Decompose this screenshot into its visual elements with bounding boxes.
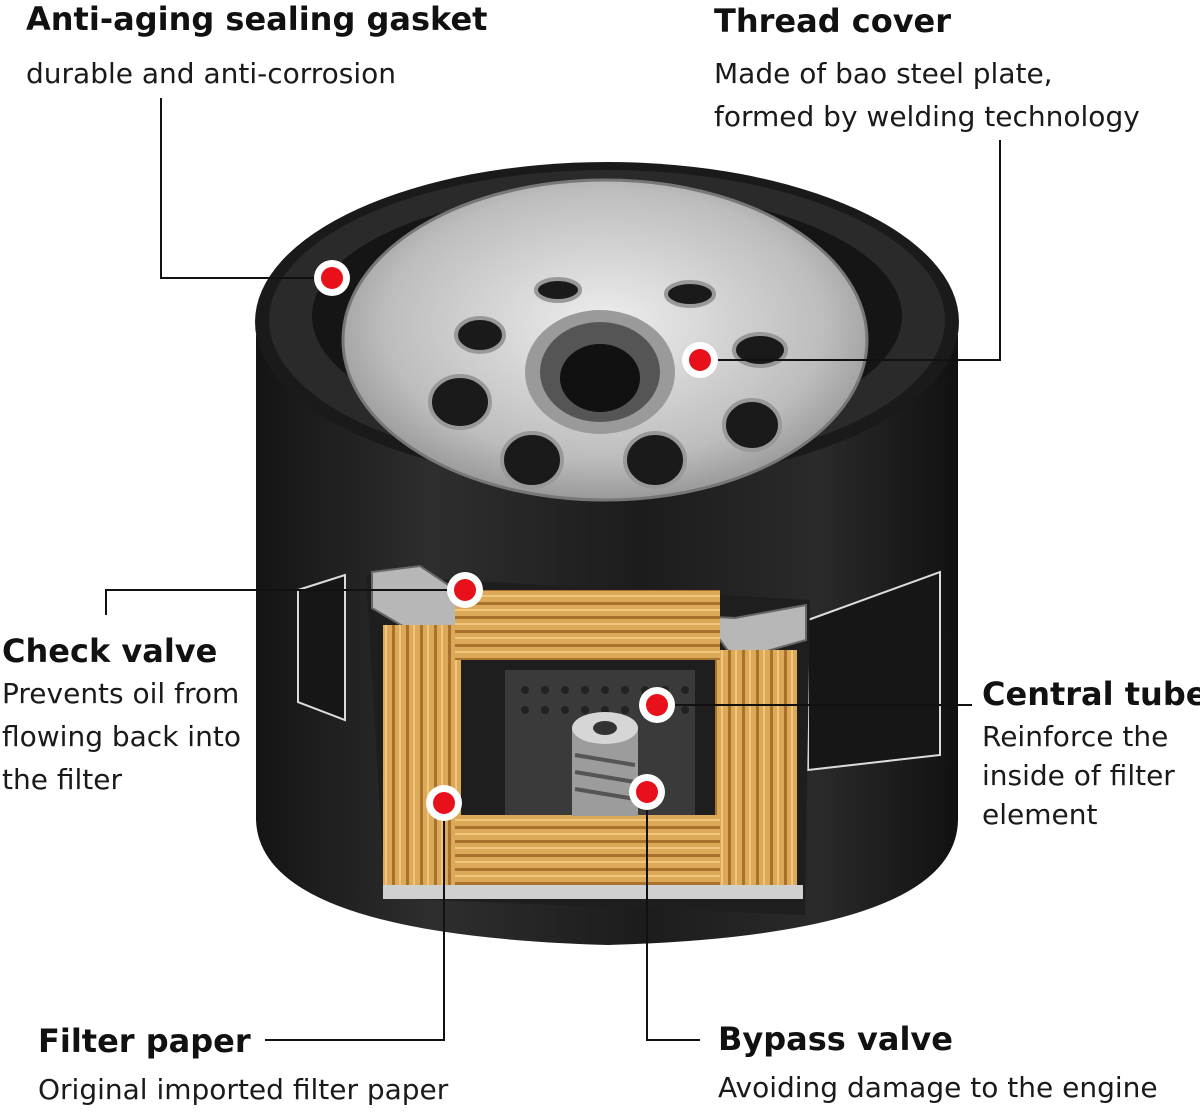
callout-central-tube-desc-3: element	[982, 798, 1098, 831]
callout-bypass-valve-title: Bypass valve	[718, 1020, 953, 1058]
bypass-valve-leader-line	[646, 792, 700, 1041]
filter-paper-marker-dot	[433, 792, 455, 814]
callout-central-tube-desc-2: inside of filter	[982, 759, 1175, 792]
callout-gasket-desc: durable and anti-corrosion	[26, 57, 397, 90]
cutaway-section	[366, 564, 810, 915]
callout-thread-cover: Thread cover Made of bao steel plate, fo…	[714, 2, 1140, 138]
callout-central-tube: Central tube Reinforce the inside of fil…	[982, 675, 1200, 834]
gasket-leader-line	[160, 98, 332, 279]
callout-check-valve-desc-1: Prevents oil from	[2, 677, 240, 710]
central-tube-marker-dot	[646, 694, 668, 716]
check-valve-marker-dot	[454, 579, 476, 601]
callout-check-valve: Check valve Prevents oil from flowing ba…	[2, 632, 241, 801]
callout-gasket: Anti-aging sealing gasket durable and an…	[26, 0, 487, 95]
callout-bypass-valve: Bypass valve Avoiding damage to the engi…	[718, 1020, 1158, 1109]
bypass-valve-spring	[572, 712, 638, 816]
callout-filter-paper-title: Filter paper	[38, 1022, 251, 1060]
callout-bypass-valve-desc: Avoiding damage to the engine	[718, 1071, 1158, 1104]
check-valve-leader-line	[105, 589, 465, 615]
thread-cover-plate	[341, 178, 869, 502]
callout-thread-cover-title: Thread cover	[714, 2, 952, 40]
thread-cover-marker-dot	[689, 349, 711, 371]
callout-gasket-title: Anti-aging sealing gasket	[26, 0, 488, 38]
callout-central-tube-desc-1: Reinforce the	[982, 720, 1169, 753]
callout-check-valve-desc-3: the filter	[2, 763, 122, 796]
callout-filter-paper: Filter paper Original imported filter pa…	[38, 1022, 448, 1111]
bypass-valve-marker-dot	[636, 781, 658, 803]
callout-check-valve-title: Check valve	[2, 632, 218, 670]
callout-thread-cover-desc-1: Made of bao steel plate,	[714, 57, 1053, 90]
callout-filter-paper-desc: Original imported filter paper	[38, 1073, 449, 1106]
filter-paper-leader-line	[265, 803, 445, 1041]
callout-check-valve-desc-2: flowing back into	[2, 720, 241, 753]
thread-cover-leader-line	[700, 140, 1001, 361]
gasket-marker-dot	[321, 267, 343, 289]
callout-thread-cover-desc-2: formed by welding technology	[714, 100, 1140, 133]
callout-central-tube-title: Central tube	[982, 675, 1200, 713]
